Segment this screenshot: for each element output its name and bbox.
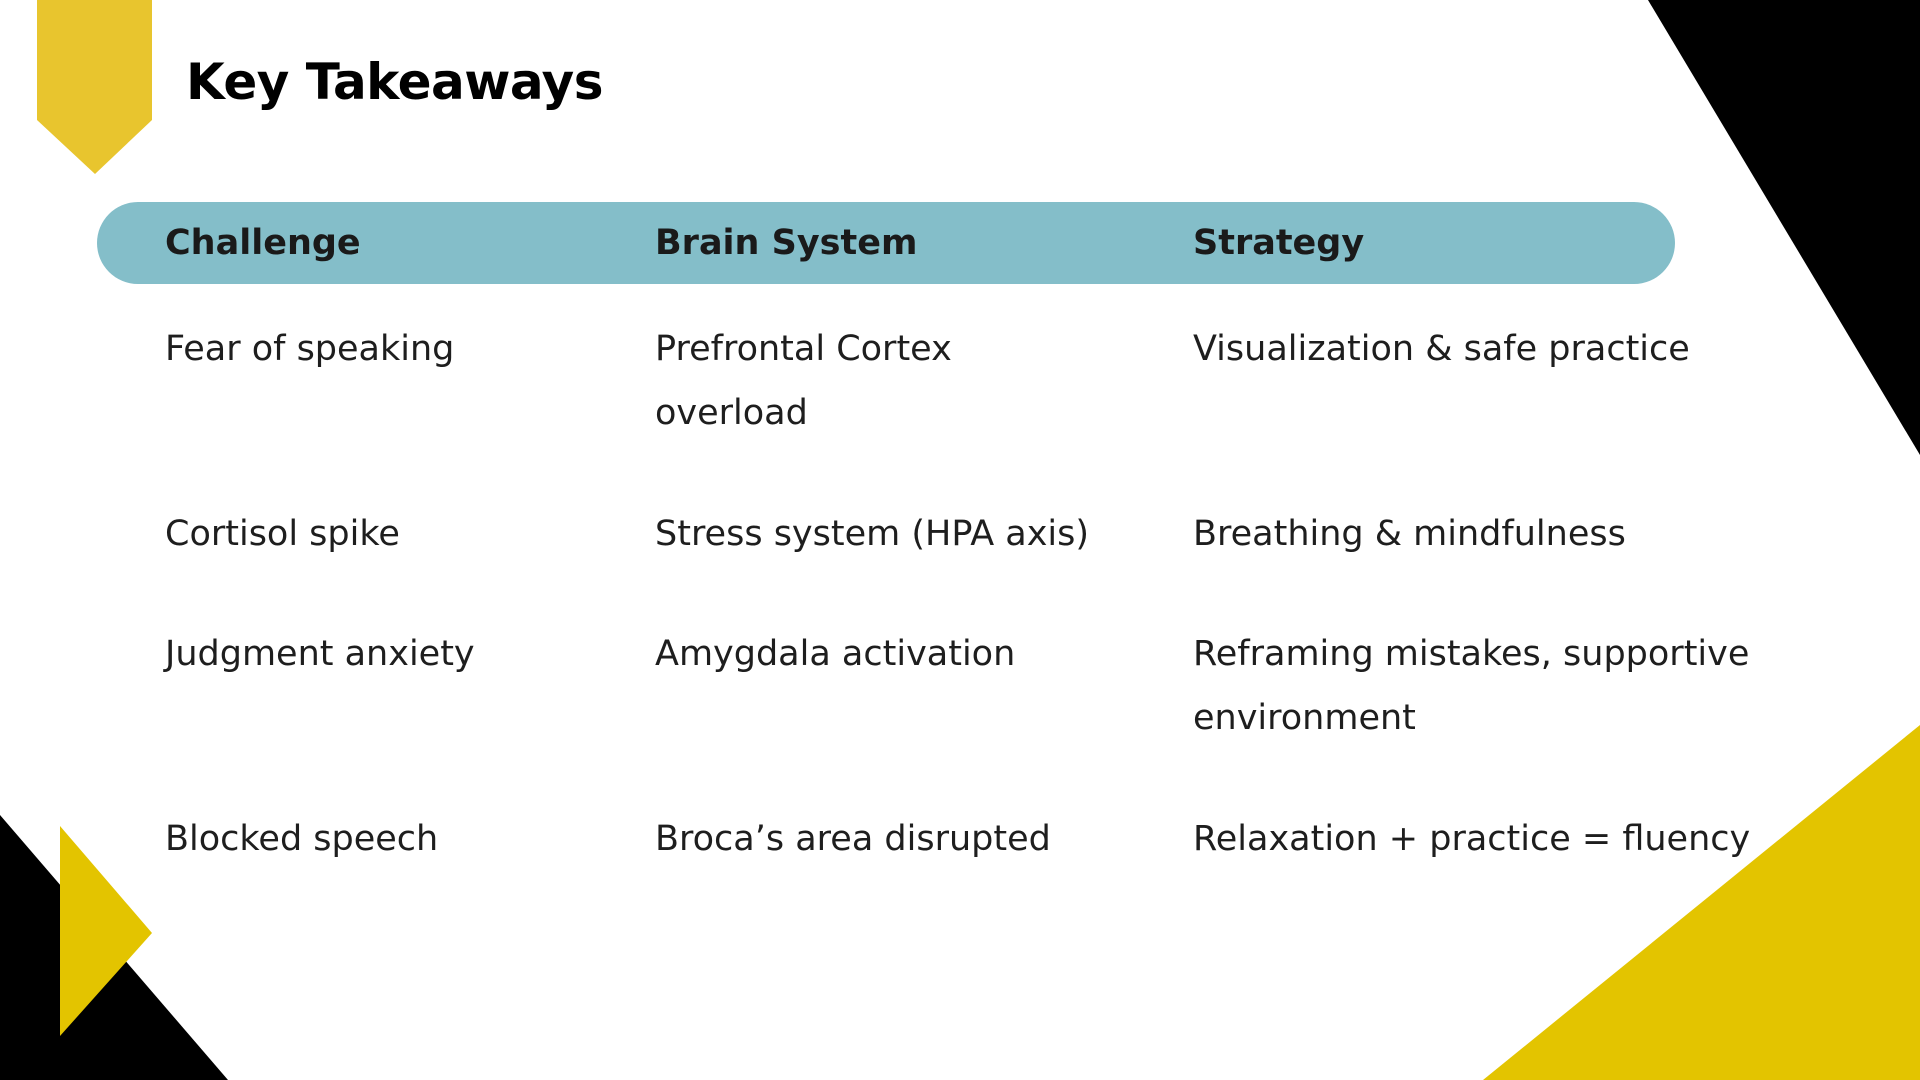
bottom-left-yellow-triangle	[60, 826, 152, 1036]
top-right-black-triangle	[1648, 0, 1920, 455]
row-2-challenge: Cortisol spike	[165, 514, 400, 554]
row-3-strategy-line-2: environment	[1193, 698, 1416, 738]
row-3-challenge: Judgment anxiety	[165, 634, 475, 674]
row-1-challenge: Fear of speaking	[165, 329, 455, 369]
row-4-strategy: Relaxation + practice = fluency	[1193, 819, 1751, 859]
row-4-challenge: Blocked speech	[165, 819, 439, 859]
row-2-strategy: Breathing & mindfulness	[1193, 514, 1626, 554]
header-brain-system: Brain System	[655, 223, 918, 263]
slide-title: Key Takeaways	[186, 53, 604, 111]
row-1-strategy: Visualization & safe practice	[1193, 329, 1690, 369]
top-left-yellow-pentagon	[37, 0, 152, 174]
bottom-right-yellow-triangle	[1483, 725, 1920, 1080]
row-1-brain-system-line-2: overload	[655, 393, 808, 433]
row-3-strategy-line-1: Reframing mistakes, supportive	[1193, 634, 1750, 674]
row-2-brain-system: Stress system (HPA axis)	[655, 514, 1090, 554]
table-header: Challenge Brain System Strategy	[97, 202, 1675, 284]
header-challenge: Challenge	[165, 223, 361, 263]
row-3-brain-system: Amygdala activation	[655, 634, 1016, 674]
row-1-brain-system-line-1: Prefrontal Cortex	[655, 329, 952, 369]
header-strategy: Strategy	[1193, 223, 1365, 263]
row-4-brain-system: Broca’s area disrupted	[655, 819, 1051, 859]
